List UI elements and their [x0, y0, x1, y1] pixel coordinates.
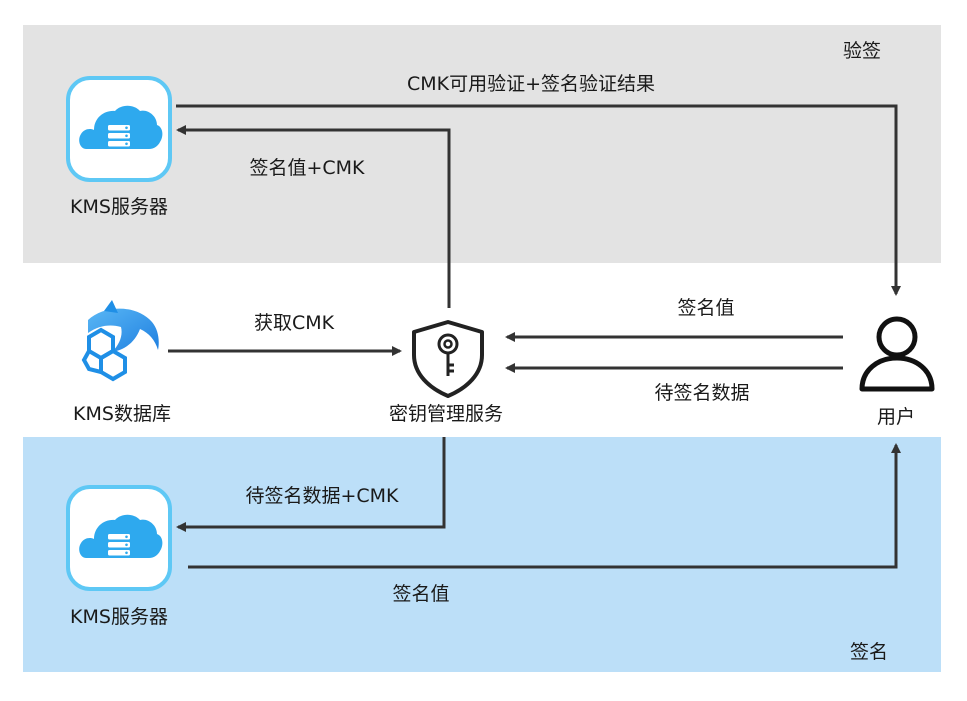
edge-data-cmk [176, 437, 446, 532]
edge-label-verify-result: CMK可用验证+签名验证结果 [406, 73, 656, 95]
key-service-label: 密钥管理服务 [388, 403, 504, 425]
edge-label-signature-cmk: 签名值+CMK [249, 157, 365, 179]
edge-label-data-to-sign: 待签名数据 [654, 382, 750, 404]
edge-label-signature-to-service: 签名值 [677, 297, 735, 319]
user-label: 用户 [876, 406, 916, 428]
edge-label-get-cmk: 获取CMK [253, 312, 335, 334]
kms-server-top-label: KMS服务器 [70, 196, 168, 218]
verify-region [23, 25, 941, 263]
verify-region-title: 验签 [843, 40, 882, 62]
sign-region [23, 437, 941, 672]
kms-database-label: KMS数据库 [73, 403, 171, 425]
kms-server-bottom-label: KMS服务器 [70, 606, 168, 628]
edge-signature-to-user [188, 443, 901, 569]
edge-verify-result [176, 104, 901, 296]
edge-label-signature-to-user: 签名值 [392, 583, 450, 605]
edge-label-data-cmk: 待签名数据+CMK [245, 485, 399, 507]
cloud-server-icon [66, 485, 172, 591]
edge-signature-cmk [176, 125, 451, 308]
shield-key-icon [412, 320, 484, 398]
cloud-server-icon [66, 76, 172, 182]
sign-region-title: 签名 [850, 641, 889, 663]
user-icon [859, 316, 935, 392]
database-dolphin-icon [81, 300, 159, 382]
